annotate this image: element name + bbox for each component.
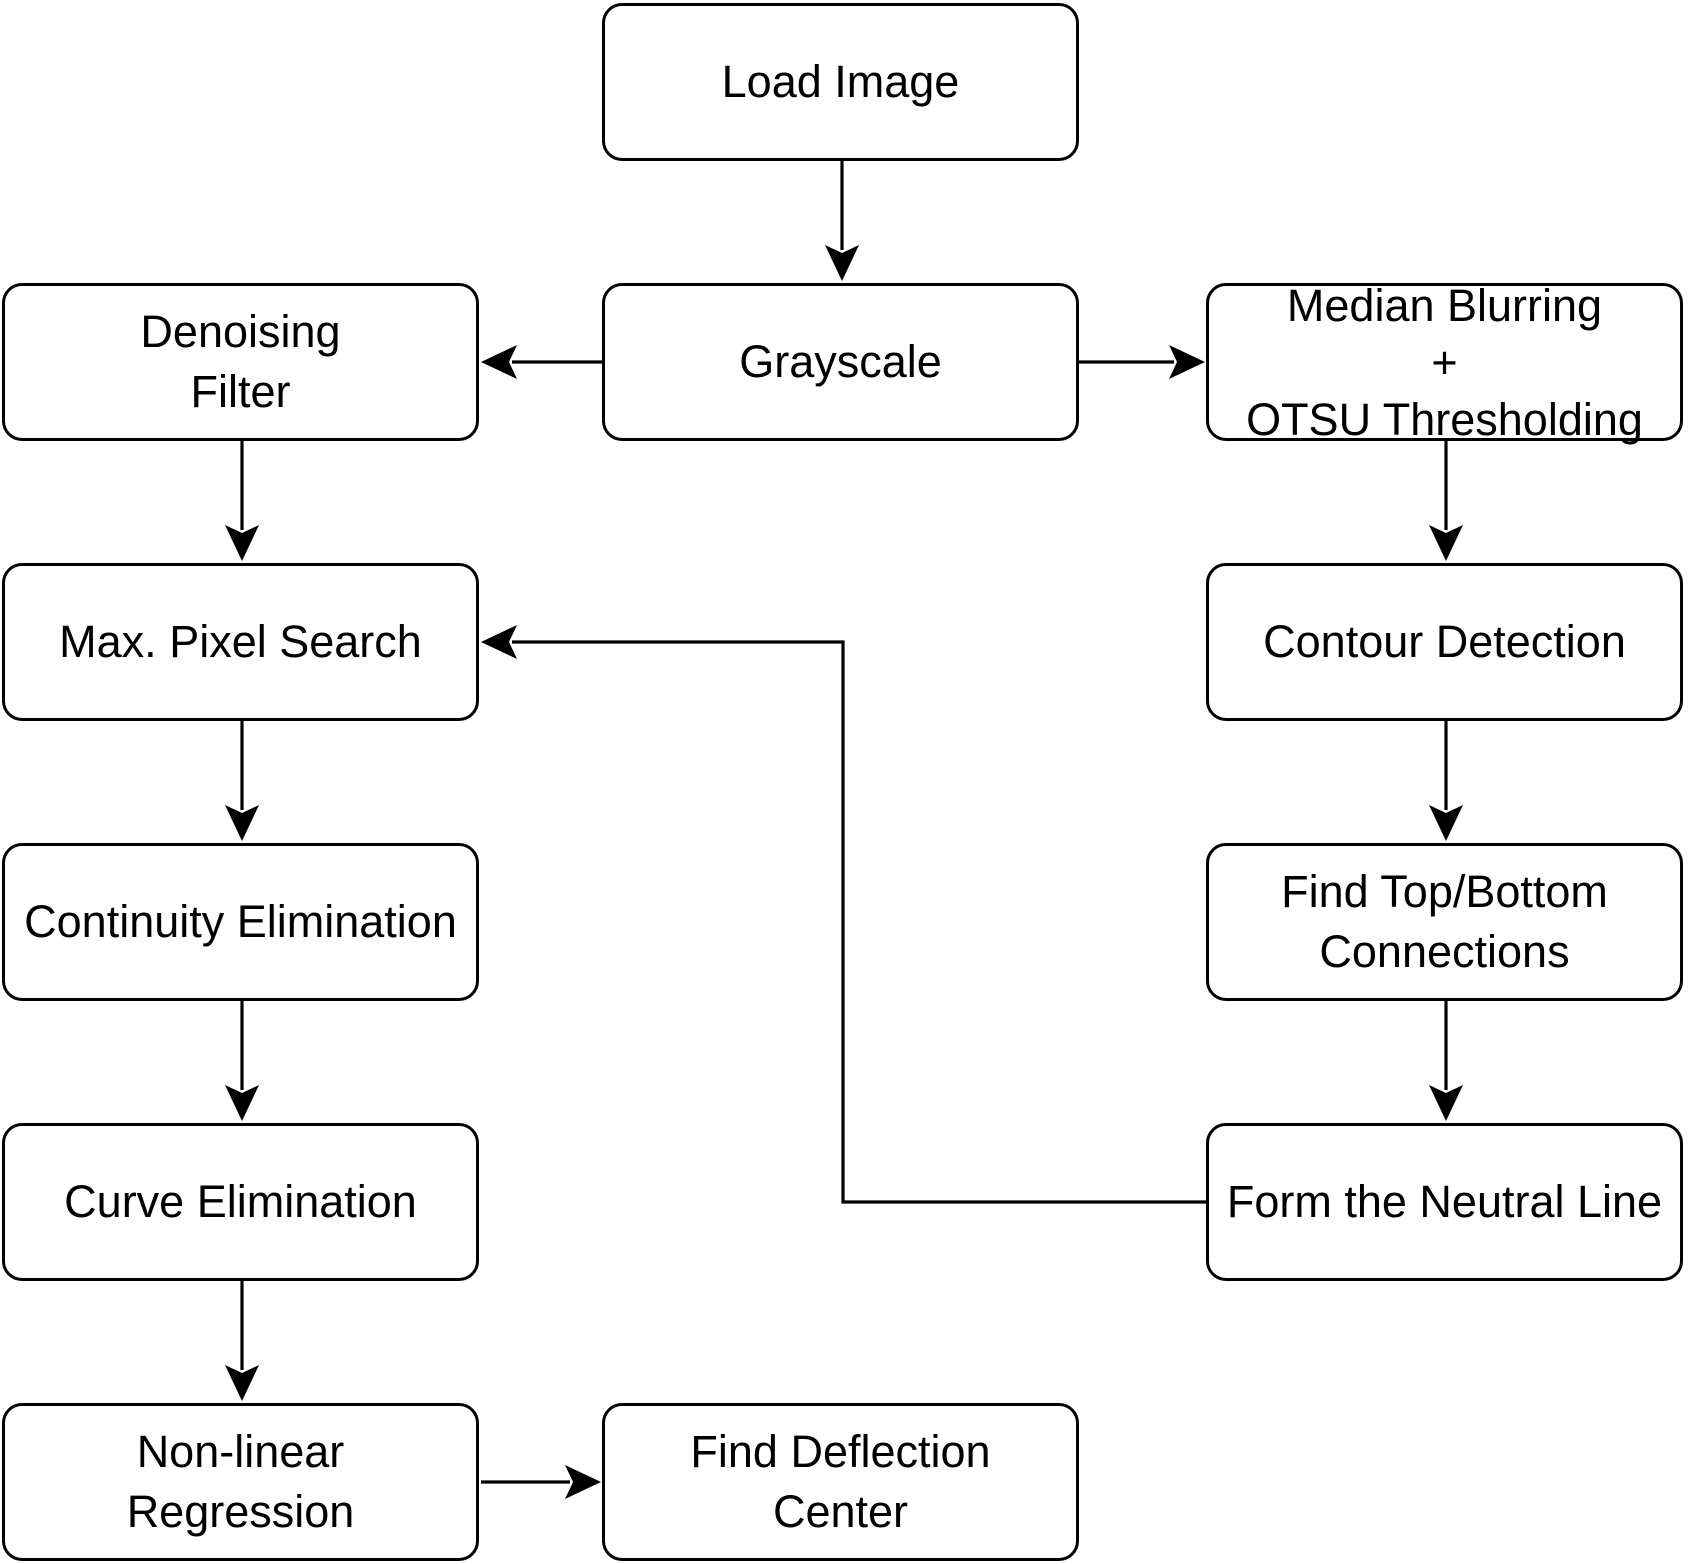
edge-nonlinear-to-deflection [481,1465,601,1499]
node-label: Continuity Elimination [24,896,457,947]
edge-curve-to-nonlinear [225,1281,259,1401]
node-nonlinear-regression: Non-linear Regression [2,1403,479,1561]
node-form-neutral-line: Form the Neutral Line [1206,1123,1683,1281]
node-label: Denoising Filter [140,306,341,417]
edge-load-to-grayscale [825,161,859,281]
edge-denoising-to-maxpixel [225,441,259,561]
edge-grayscale-to-denoising [481,345,602,379]
edge-contour-to-topbottom [1429,721,1463,841]
edge-maxpixel-to-continuity [225,721,259,841]
edge-topbottom-to-neutral [1429,1001,1463,1121]
node-max-pixel-search: Max. Pixel Search [2,563,479,721]
node-grayscale: Grayscale [602,283,1079,441]
node-denoising-filter: Denoising Filter [2,283,479,441]
node-find-deflection-center: Find Deflection Center [602,1403,1079,1561]
node-label: Max. Pixel Search [59,616,422,667]
node-curve-elimination: Curve Elimination [2,1123,479,1281]
node-label: Median Blurring + OTSU Thresholding [1246,279,1643,445]
node-label: Grayscale [739,336,942,387]
node-label: Non-linear Regression [126,1426,355,1537]
node-median-otsu: Median Blurring + OTSU Thresholding [1206,280,1683,445]
edge-neutral-to-maxpixel [481,625,1206,1204]
node-label: Find Deflection Center [690,1426,991,1537]
node-load-image: Load Image [602,3,1079,161]
edge-continuity-to-curve [225,1001,259,1121]
node-continuity-elimination: Continuity Elimination [2,843,479,1001]
node-label: Find Top/Bottom Connections [1281,866,1608,977]
node-find-top-bottom: Find Top/Bottom Connections [1206,843,1683,1001]
node-label: Load Image [721,56,960,107]
node-label: Contour Detection [1263,616,1626,667]
node-label: Curve Elimination [64,1176,417,1227]
node-label: Form the Neutral Line [1226,1176,1663,1227]
edge-grayscale-to-median [1079,345,1205,379]
edge-median-to-contour [1429,441,1463,561]
node-contour-detection: Contour Detection [1206,563,1683,721]
